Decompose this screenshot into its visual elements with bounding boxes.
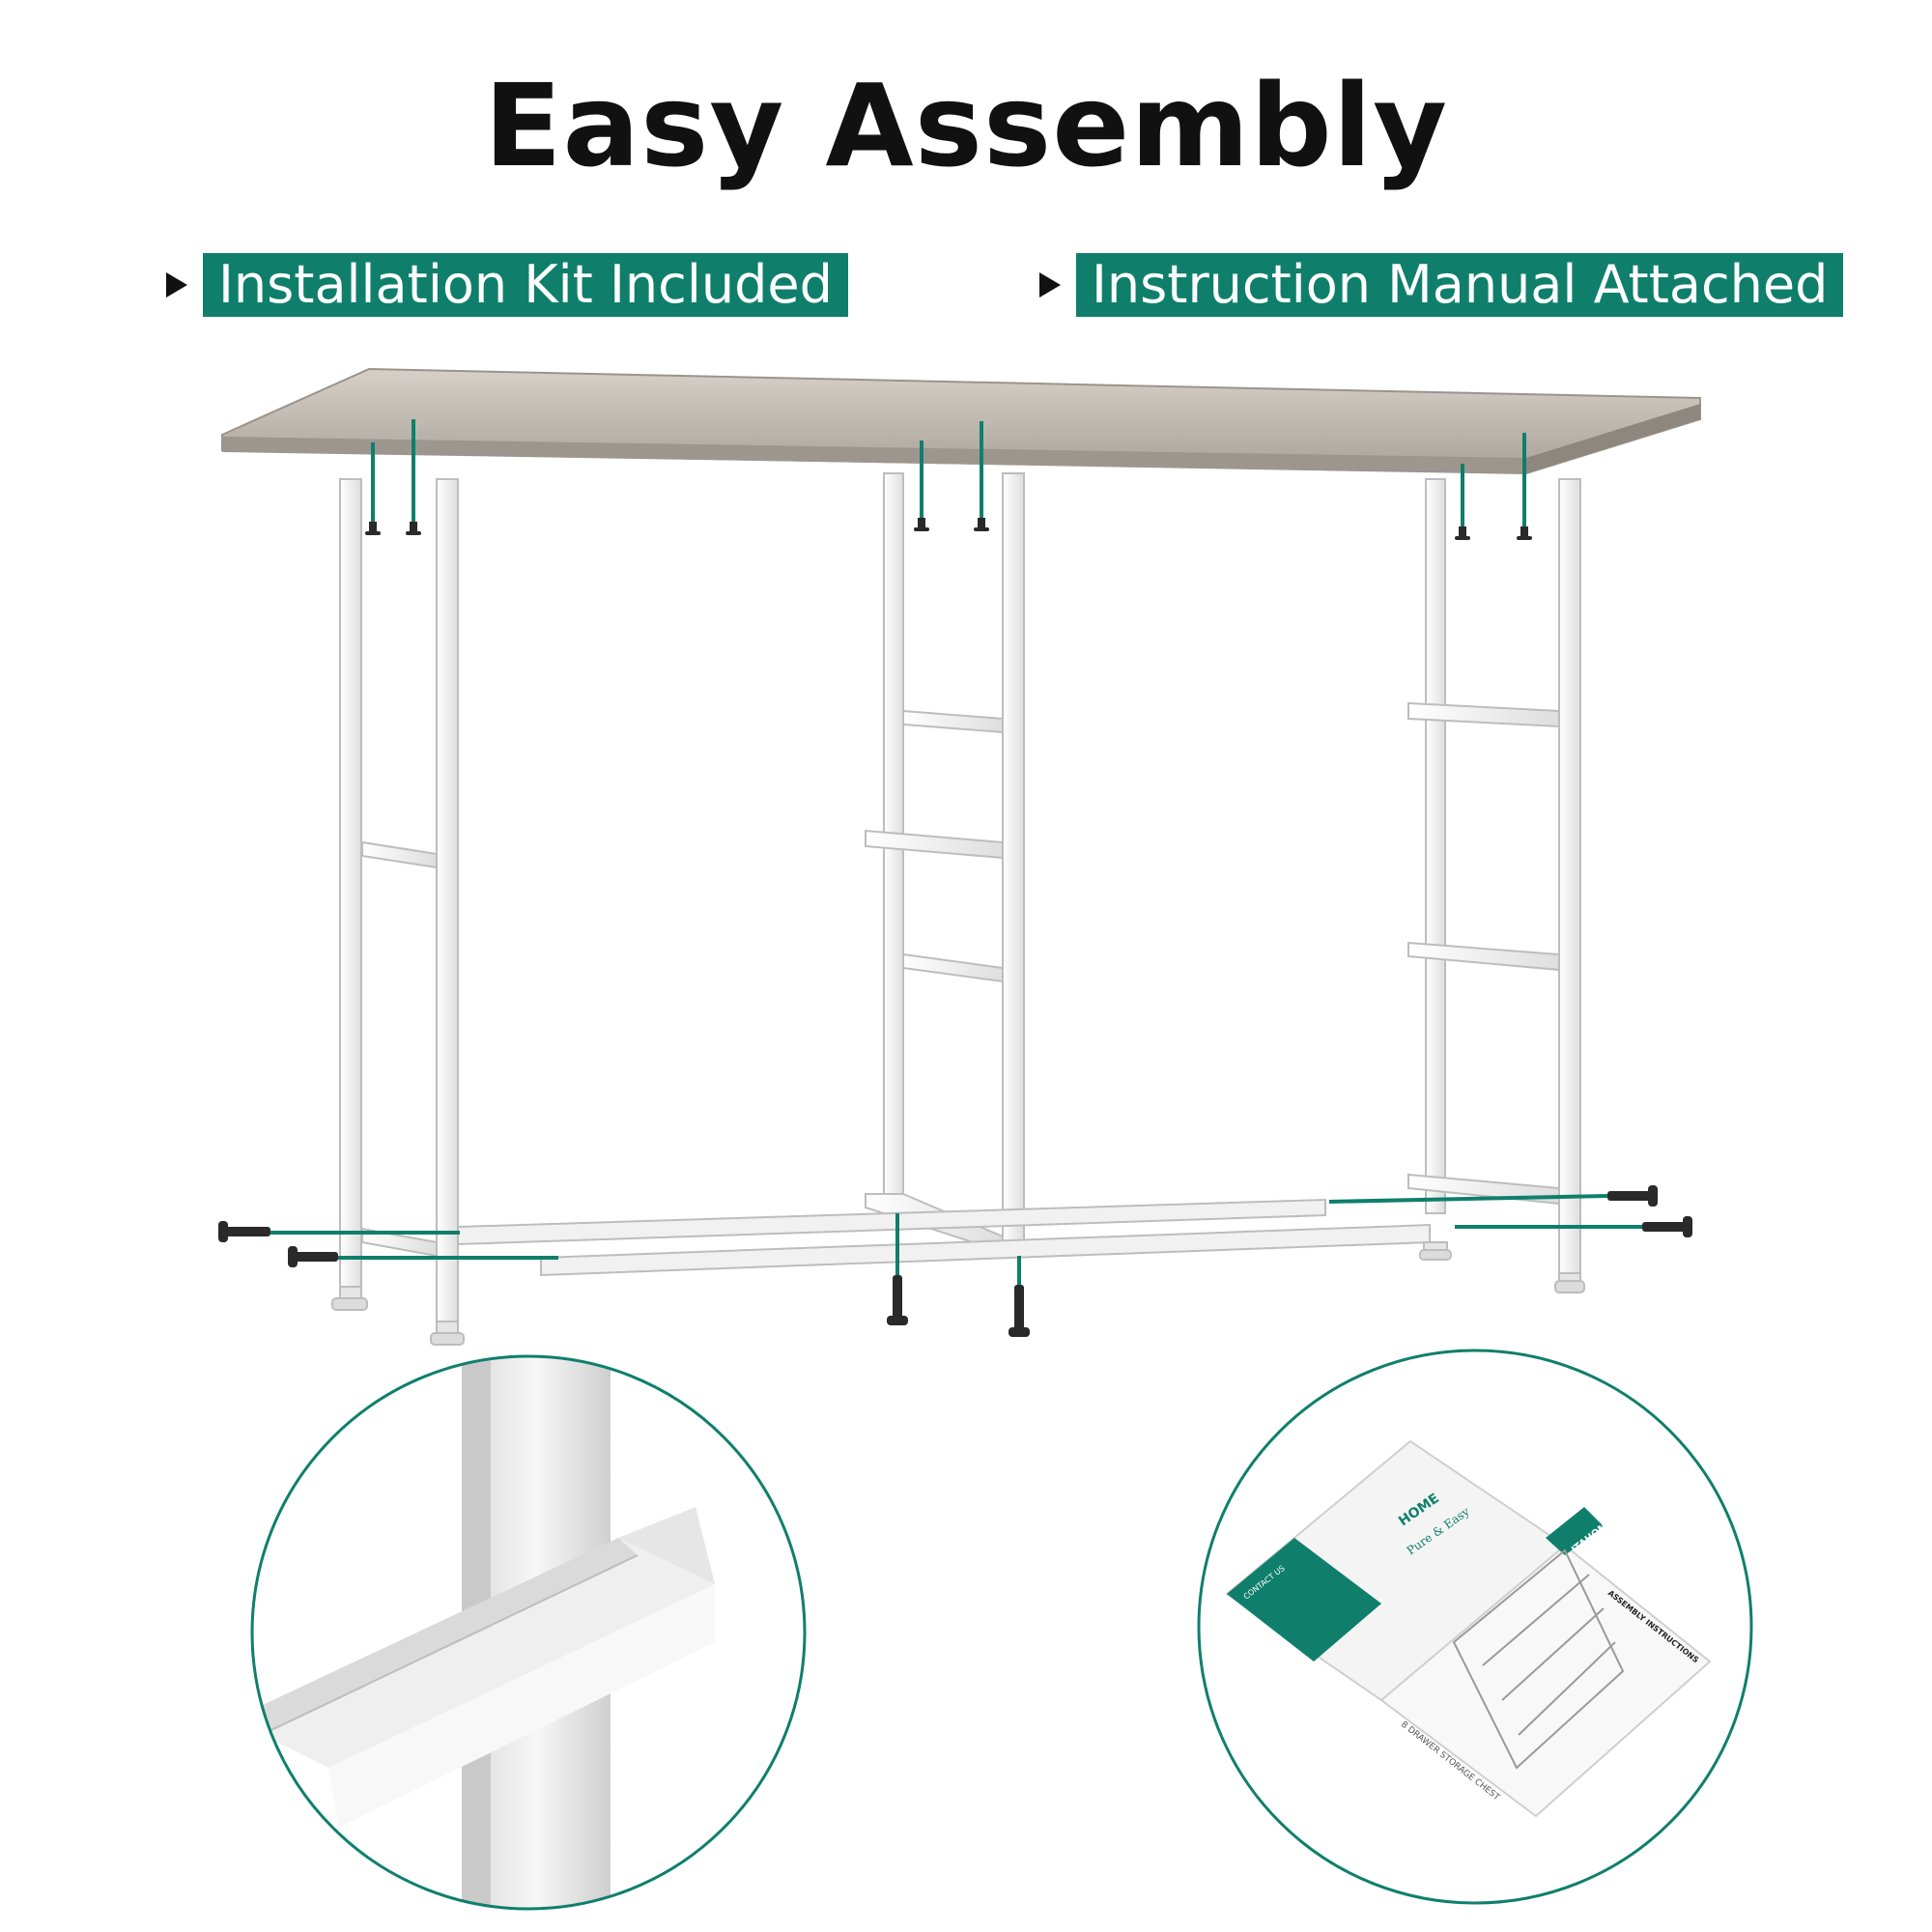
feature-label: Installation Kit Included <box>203 253 848 317</box>
screw-icon <box>1455 526 1470 540</box>
screw-icon <box>365 522 381 535</box>
middle-frame <box>865 472 1025 1257</box>
screw-icon <box>406 522 421 535</box>
triangle-right-icon <box>166 272 187 298</box>
screw-guide-lines <box>270 419 1642 1285</box>
screw-icon <box>1642 1216 1692 1237</box>
left-frame <box>331 478 465 1346</box>
zoom-instruction-manual: HOME Pure & Easy ITAHOME CONTACT US ASSE… <box>1197 1349 1753 1905</box>
screw-icon <box>288 1246 338 1267</box>
screw-icon <box>974 518 989 531</box>
screw-icon <box>1517 526 1532 540</box>
screw-icon <box>1009 1285 1030 1337</box>
screw-icon <box>218 1221 270 1242</box>
screw-icon <box>887 1275 908 1325</box>
base-rails <box>457 1198 1452 1277</box>
page-title: Easy Assembly <box>483 59 1449 192</box>
right-frame <box>1407 478 1585 1293</box>
tabletop <box>221 367 1701 475</box>
screws <box>218 518 1692 1337</box>
feature-label: Instruction Manual Attached <box>1076 253 1844 317</box>
zoom-frame-joint <box>250 1354 807 1911</box>
feature-installation-kit: Installation Kit Included <box>166 253 848 317</box>
screw-icon <box>1607 1185 1658 1207</box>
triangle-right-icon <box>1039 272 1061 298</box>
feature-instruction-manual: Instruction Manual Attached <box>1039 253 1844 317</box>
screw-icon <box>914 518 929 531</box>
